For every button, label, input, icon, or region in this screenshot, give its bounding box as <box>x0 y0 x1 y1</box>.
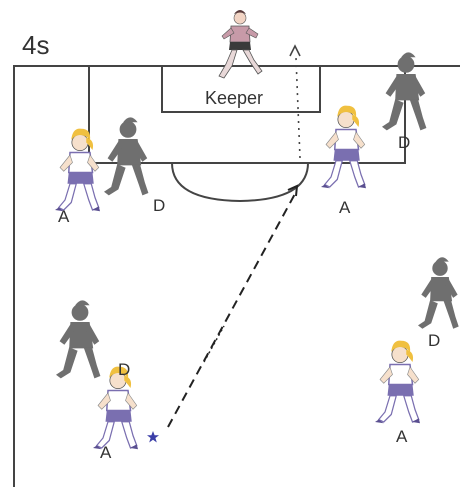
label-defender-bottom-left: D <box>118 360 130 380</box>
defender-bottom-right-figure <box>418 257 459 329</box>
defender-left-figure <box>104 117 148 195</box>
defender-bottom-left-figure <box>56 300 100 378</box>
label-defender-left: D <box>153 196 165 216</box>
keeper-label: Keeper <box>205 88 263 109</box>
keeper-figure <box>219 10 262 78</box>
dashed-pass-arrow-icon <box>168 186 297 427</box>
attacker-right-box-figure <box>321 106 366 189</box>
attacker-bottom-left-figure <box>93 367 138 450</box>
star-ball-icon <box>147 431 159 443</box>
dotted-run-arrow-icon <box>290 46 300 158</box>
penalty-arc <box>172 163 308 201</box>
label-attacker-left: A <box>58 207 69 227</box>
label-attacker-right-box: A <box>339 198 350 218</box>
label-attacker-bottom-left: A <box>100 443 111 463</box>
label-attacker-bottom-right: A <box>396 427 407 447</box>
label-defender-right-box: D <box>398 133 410 153</box>
drill-title: 4s <box>22 30 49 61</box>
attacker-bottom-right-figure <box>375 341 420 424</box>
label-defender-bottom-right: D <box>428 331 440 351</box>
attacker-left-figure <box>55 129 100 212</box>
